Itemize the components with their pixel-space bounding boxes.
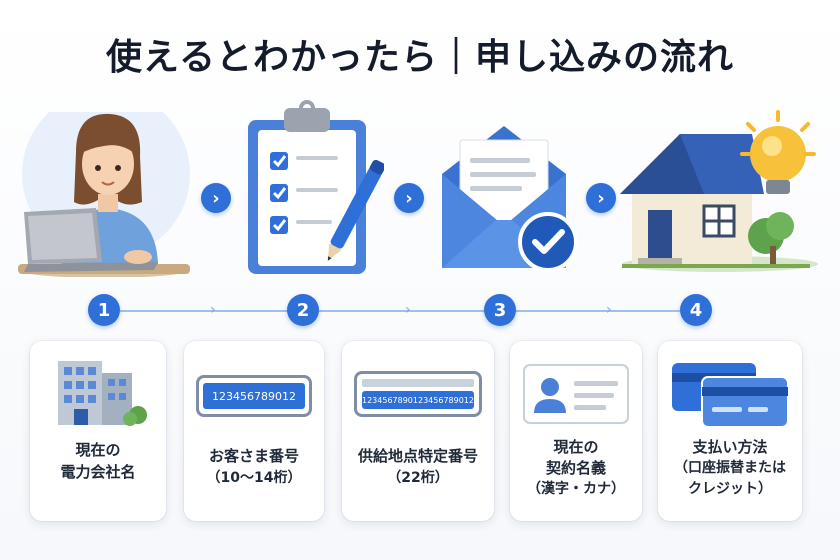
- arrow-right-icon: ›: [606, 302, 612, 318]
- chevron-right-icon: ›: [394, 183, 424, 213]
- card-label: 支払い方法: [692, 438, 768, 456]
- card-label: 契約名義: [545, 459, 606, 477]
- supply-point-sample: 1234567890123456789012: [362, 391, 474, 409]
- card-label: （口座振替または: [674, 460, 786, 476]
- house-lightbulb-icon: [620, 106, 820, 276]
- page-title: 使えるとわかったら｜申し込みの流れ: [106, 37, 734, 78]
- id-card-icon: [510, 357, 642, 427]
- card-label: 供給地点特定番号: [357, 447, 478, 465]
- chevron-right-icon: ›: [586, 183, 616, 213]
- step-number: 4: [680, 294, 712, 326]
- envelope-check-icon: [436, 118, 586, 274]
- customer-number-sample: 123456789012: [203, 383, 305, 409]
- step-number: 2: [287, 294, 319, 326]
- customer-number-icon: 123456789012: [184, 357, 324, 427]
- clipboard-checklist-icon: [244, 100, 386, 278]
- supply-point-number-icon: 1234567890123456789012: [342, 357, 494, 427]
- step-number: 3: [484, 294, 516, 326]
- card-label: お客さま番号: [208, 447, 299, 465]
- arrow-right-icon: ›: [405, 302, 411, 318]
- office-building-icon: [30, 357, 166, 427]
- card-label: （10〜14桁）: [206, 470, 302, 486]
- card-payment-method: 支払い方法 （口座振替または クレジット）: [658, 341, 802, 521]
- arrow-right-icon: ›: [210, 302, 216, 318]
- card-label: 電力会社名: [60, 463, 136, 481]
- step-progress-line: [120, 310, 680, 312]
- card-supply-point-number: 1234567890123456789012 供給地点特定番号 （22桁）: [342, 341, 494, 521]
- card-current-provider: 現在の 電力会社名: [30, 341, 166, 521]
- card-label: （漢字・カナ）: [527, 481, 625, 497]
- chevron-right-icon: ›: [201, 183, 231, 213]
- step-number: 1: [88, 294, 120, 326]
- payment-cards-icon: [658, 357, 802, 428]
- card-label: 現在の: [553, 438, 599, 456]
- card-label: 現在の: [75, 441, 121, 459]
- card-label: （22桁）: [387, 470, 449, 486]
- card-customer-number: 123456789012 お客さま番号 （10〜14桁）: [184, 341, 324, 521]
- card-label: クレジット）: [688, 481, 772, 497]
- card-contract-name: 現在の 契約名義 （漢字・カナ）: [510, 341, 642, 521]
- person-laptop-icon: [18, 90, 190, 278]
- card-stripe: [362, 379, 474, 387]
